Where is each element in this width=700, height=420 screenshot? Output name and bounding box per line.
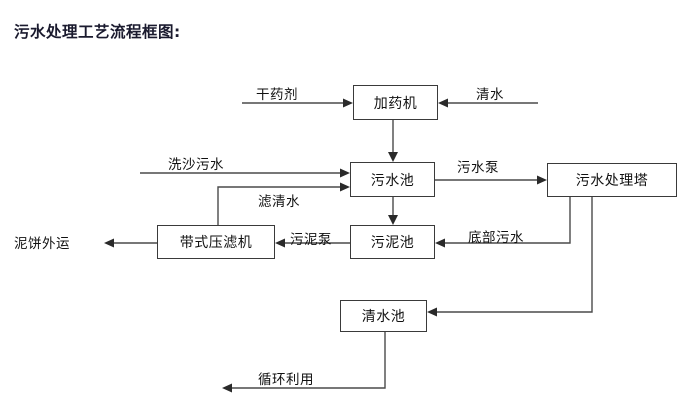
arrowhead-clean-water [438, 98, 448, 108]
arrowhead-mud-cake [104, 238, 114, 248]
terminal-label-mud-cake-out: 泥饼外运 [14, 236, 70, 252]
node-belt-filter-press[interactable]: 带式压滤机 [157, 225, 275, 259]
wire-tower-to-clean-water-pool [434, 197, 593, 313]
arrowhead-recycle [222, 383, 232, 393]
edge-label-bottom-wastewater: 底部污水 [468, 230, 524, 246]
arrowhead-wastewater-pump [537, 175, 547, 185]
node-label-wastewater-pool: 污水池 [370, 172, 415, 189]
node-dosing-machine[interactable]: 加药机 [353, 85, 438, 120]
node-label-belt-filter-press: 带式压滤机 [179, 235, 253, 251]
arrowhead-pool-down [388, 215, 398, 225]
node-label-clean-water-pool: 清水池 [361, 309, 406, 325]
terminal-label-recycle-reuse: 循环利用 [258, 372, 314, 388]
node-label-dosing-machine: 加药机 [373, 95, 418, 112]
page-title: 污水处理工艺流程框图: [14, 23, 181, 41]
arrowhead-sand-wash [340, 168, 350, 178]
edge-label-dry-chemical: 干药剂 [256, 87, 298, 103]
node-sludge-pool[interactable]: 污泥池 [350, 225, 435, 259]
node-wastewater-pool[interactable]: 污水池 [350, 162, 435, 197]
arrowhead-dry-chemical [343, 98, 353, 108]
node-label-treatment-tower: 污水处理塔 [575, 173, 649, 189]
edge-label-filtered-water: 滤清水 [258, 194, 300, 210]
arrowhead-dosing-down [388, 152, 398, 162]
edge-label-wastewater-pump: 污水泵 [457, 160, 499, 176]
node-label-sludge-pool: 污泥池 [370, 235, 415, 251]
node-clean-water-pool[interactable]: 清水池 [340, 300, 427, 332]
arrowhead-sludge-pump [275, 238, 285, 248]
node-treatment-tower[interactable]: 污水处理塔 [547, 163, 677, 197]
arrowhead-bottom-wastewater [435, 238, 445, 248]
edge-label-sand-wash-water: 洗沙污水 [168, 157, 224, 173]
edge-label-sludge-pump: 污泥泵 [290, 232, 332, 248]
edge-label-clean-water-in: 清水 [476, 87, 504, 103]
arrowhead-clean-water-pool [427, 307, 437, 317]
arrowhead-filtered-water [340, 182, 350, 192]
